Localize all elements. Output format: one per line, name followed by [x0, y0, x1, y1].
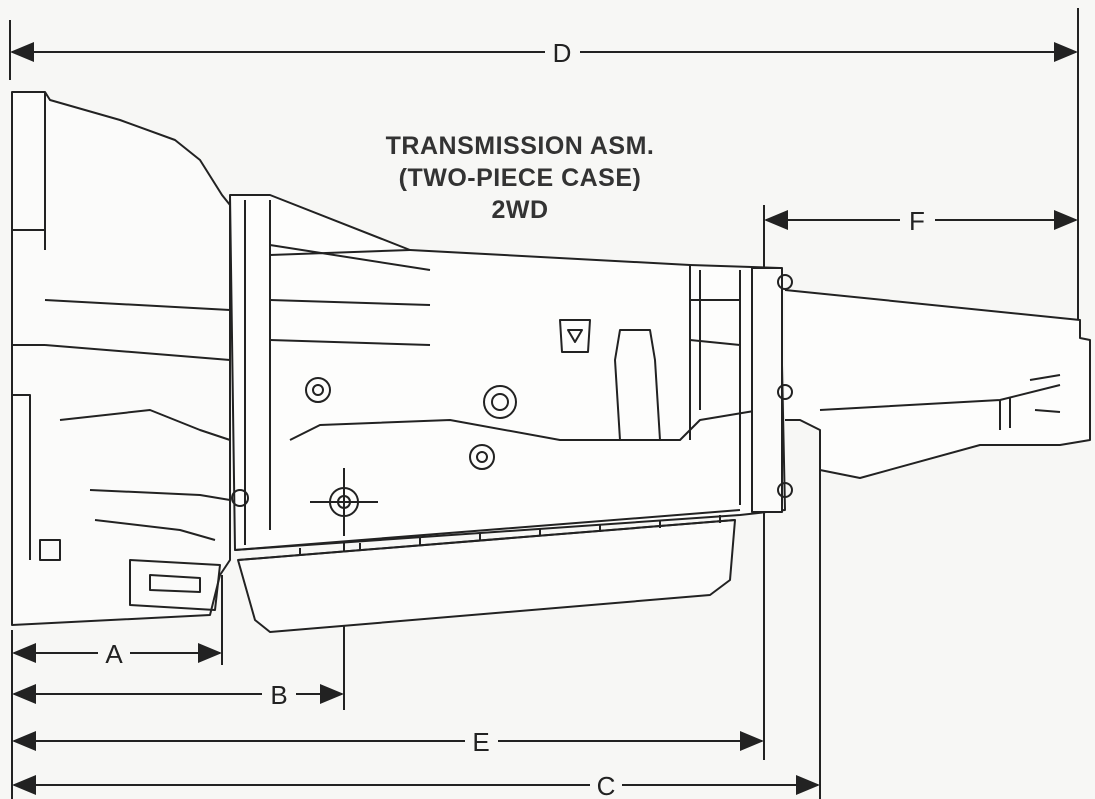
bell-housing [11, 91, 231, 626]
dimension-label-f: F [909, 206, 925, 236]
flange-bolt-1 [777, 274, 793, 290]
case-bracket [559, 319, 591, 353]
case-plug-4 [231, 489, 249, 507]
title-line-2: (TWO-PIECE CASE) [398, 164, 642, 192]
case-cooling-fins [269, 244, 431, 346]
title-line-3: 2WD [491, 196, 549, 224]
bell-housing-mount [129, 559, 221, 611]
pan-bolts [299, 515, 721, 556]
rear-flange-plate [751, 267, 783, 513]
case-plug-2-inner [491, 393, 509, 411]
dimension-label-c: C [597, 771, 616, 799]
flange-bolt-2 [777, 384, 793, 400]
case-boss [614, 329, 661, 441]
case-plug-2 [483, 385, 517, 419]
case-plug-1 [305, 377, 331, 403]
diagram-title: TRANSMISSION ASM. (TWO-PIECE CASE) 2WD [340, 130, 700, 226]
dimension-label-e: E [472, 727, 489, 757]
oil-pan-rail [234, 509, 741, 561]
title-line-1: TRANSMISSION ASM. [385, 132, 655, 160]
case-plug-3-inner [476, 451, 488, 463]
case-lower-contour [289, 409, 761, 441]
bell-housing-ribs [44, 299, 231, 541]
main-case [229, 194, 786, 551]
flange-bolt-3 [777, 482, 793, 498]
transmission-body [11, 91, 1091, 633]
dimension-lines [10, 42, 1078, 795]
case-plug-1-inner [312, 384, 324, 396]
extension-housing-detail [819, 374, 1061, 430]
case-rear-section [689, 265, 741, 505]
dimension-label-d: D [553, 38, 572, 68]
dimension-label-b: B [270, 680, 287, 710]
case-plug-3 [469, 444, 495, 470]
extension-housing [784, 289, 1091, 479]
bell-housing-flange [11, 92, 61, 625]
mount-boss-cross [310, 468, 378, 536]
dimension-label-a: A [105, 639, 123, 669]
